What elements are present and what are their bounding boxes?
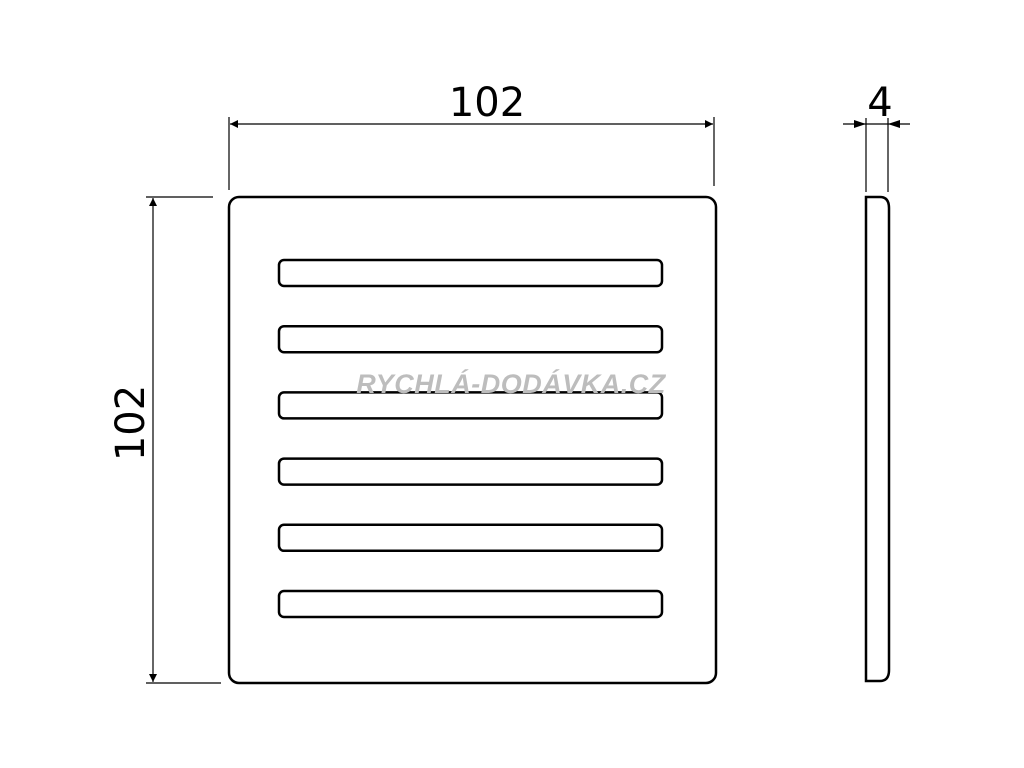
grate-slot [277,589,664,619]
height-dimension-label: 102 [108,385,154,461]
thickness-arrow-right [888,120,900,128]
grate-front-view [227,195,718,685]
thickness-arrow-left [854,120,866,128]
thickness-dimension: 4 [843,80,910,192]
grate-slot [277,391,664,420]
grate-side-view [864,195,891,683]
side-profile [864,195,891,683]
watermark-text: RYCHLÁ-DODÁVKA.CZ [356,368,667,399]
width-dimension: 102 [228,80,715,190]
grate-slot [277,457,664,486]
grate-slot [277,324,664,354]
width-dimension-label: 102 [449,80,525,126]
height-dimension: 102 [108,196,221,684]
thickness-dimension-label: 4 [867,80,892,126]
slot-group [277,258,664,619]
grate-outline [227,195,718,685]
grate-slot [277,523,664,553]
grate-slot [277,258,664,288]
